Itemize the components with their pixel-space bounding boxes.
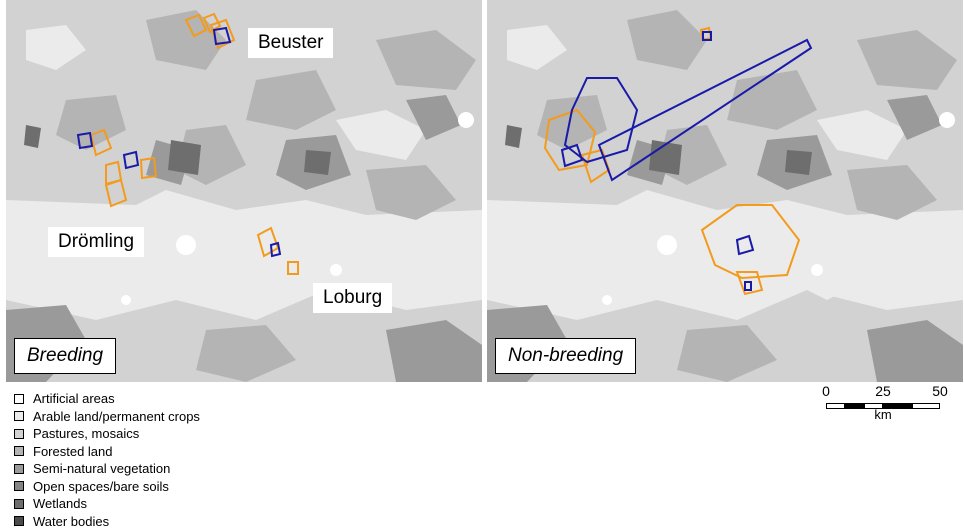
scale-bar-segment [845,403,864,409]
season-label-nonbreeding: Non-breeding [495,338,637,374]
wetland-patches [505,125,812,175]
core-area-ranges [76,26,282,258]
legend-item: Pastures, mosaics [14,425,200,443]
legend-item: Semi-natural vegetation [14,460,200,478]
scale-tick-25: 25 [875,383,891,399]
legend-item: Arable land/permanent crops [14,408,200,426]
legend-item: Artificial areas [14,390,200,408]
legend-item: Open spaces/bare soils [14,478,200,496]
legend-label: Open spaces/bare soils [33,478,169,494]
artificial-area-patches [602,112,955,305]
legend-label: Artificial areas [33,391,115,407]
legend-item: Wetlands [14,495,200,513]
land-cover-legend: Artificial areas Arable land/permanent c… [14,390,200,530]
scale-bar: 0 25 50 km [818,383,948,423]
legend-swatch-openspace [14,481,24,492]
scale-tick-50: 50 [932,383,948,399]
legend-label: Forested land [33,443,113,459]
legend-label: Water bodies [33,513,110,529]
legend-item: Water bodies [14,513,200,531]
arable-land-patches [487,25,963,320]
legend-label: Pastures, mosaics [33,426,140,442]
legend-swatch-arable [14,411,24,422]
legend-swatch-seminatural [14,463,24,474]
scale-bar-segment [826,403,845,409]
scale-bar-segment [912,403,940,409]
place-label-dromling: Drömling [48,227,145,257]
legend-swatch-wetland [14,498,24,509]
legend-label: Arable land/permanent crops [33,408,200,424]
scale-tick-0: 0 [822,383,830,399]
nonbreeding-map-panel: Non-breeding [487,0,963,382]
scale-unit-label: km [874,407,892,422]
legend-swatch-water [14,516,24,527]
legend-label: Wetlands [33,496,87,512]
forested-land-patches [537,10,957,382]
place-label-beuster: Beuster [248,28,334,58]
artificial-area-patches [121,112,474,305]
breeding-map-svg [6,0,482,382]
breeding-map-panel: Beuster Drömling Loburg Breeding [6,0,482,382]
nonbreeding-map-svg [487,0,963,382]
legend-swatch-artificial [14,393,24,404]
scale-bar-segment [883,403,912,409]
legend-label: Semi-natural vegetation [33,461,171,477]
season-label-breeding: Breeding [14,338,117,374]
place-label-loburg: Loburg [313,283,393,313]
wetland-patches [24,125,331,175]
legend-swatch-forest [14,446,24,457]
legend-swatch-pasture [14,428,24,439]
legend-item: Forested land [14,443,200,461]
core-area-ranges [560,31,813,291]
scale-bar-segment [864,403,883,409]
